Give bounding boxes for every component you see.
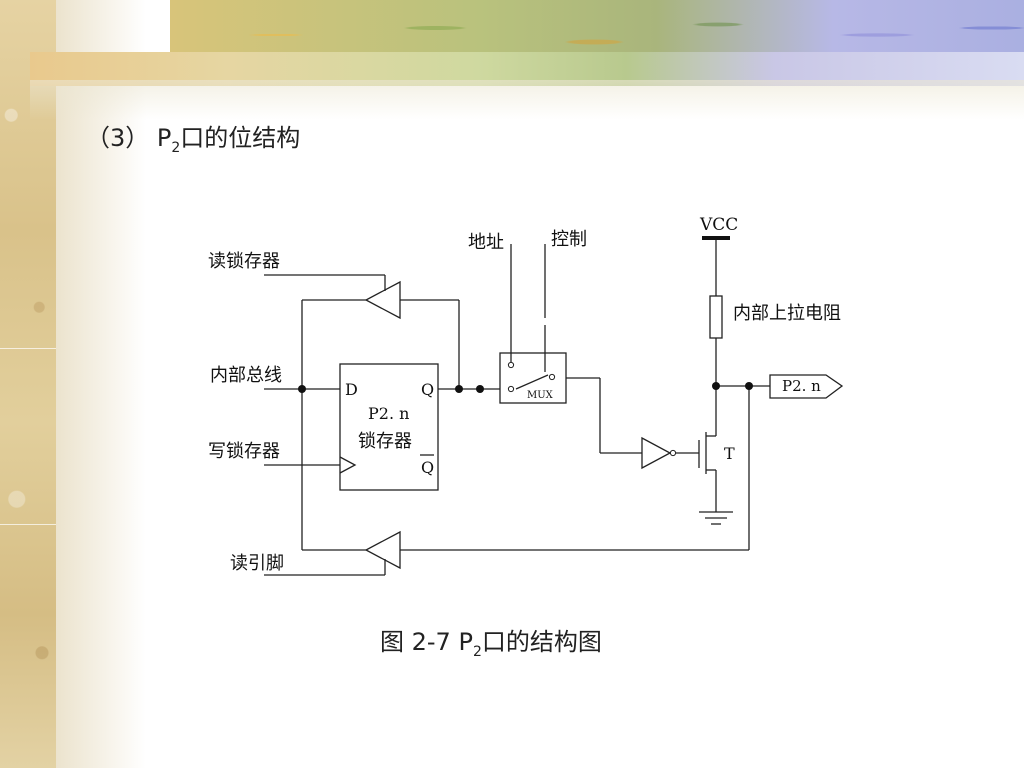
slide-heading: （3） P2口的位结构 bbox=[86, 124, 301, 156]
p2-port-diagram: 读锁存器 内部总线 写锁存器 读引脚 地址 控制 VCC 内部上拉电阻 P2. … bbox=[208, 215, 844, 576]
banner-fade bbox=[30, 80, 1024, 120]
transistor-label: T bbox=[724, 444, 735, 463]
read-latch-buffer bbox=[364, 280, 401, 320]
q-output-label: Q bbox=[421, 380, 434, 399]
qbar-output-label: Q bbox=[421, 458, 434, 477]
address-label: 地址 bbox=[468, 232, 504, 253]
write-latch-label: 写锁存器 bbox=[208, 441, 280, 462]
latch-name-label: P2. n bbox=[368, 404, 409, 423]
d-input-label: D bbox=[345, 380, 358, 399]
parchment-strip bbox=[0, 0, 56, 768]
output-pin-label: P2. n bbox=[782, 377, 821, 395]
figure-caption: 图 2-7 P2口的结构图 bbox=[380, 628, 602, 660]
parchment-fade bbox=[56, 0, 146, 768]
read-pin-buffer bbox=[364, 530, 401, 570]
vcc-label: VCC bbox=[699, 215, 738, 235]
pullup-resistor bbox=[709, 295, 723, 339]
output-pin-shape bbox=[769, 374, 844, 399]
inverter-gate bbox=[641, 436, 672, 470]
internal-bus-label: 内部总线 bbox=[210, 365, 282, 386]
mux-label: MUX bbox=[527, 390, 554, 401]
pullup-resistor-label: 内部上拉电阻 bbox=[733, 303, 841, 324]
read-latch-label: 读锁存器 bbox=[208, 251, 280, 272]
control-label: 控制 bbox=[551, 229, 587, 250]
latch-box bbox=[339, 363, 439, 491]
read-pin-label: 读引脚 bbox=[230, 553, 284, 574]
latch-desc-label: 锁存器 bbox=[358, 431, 412, 452]
